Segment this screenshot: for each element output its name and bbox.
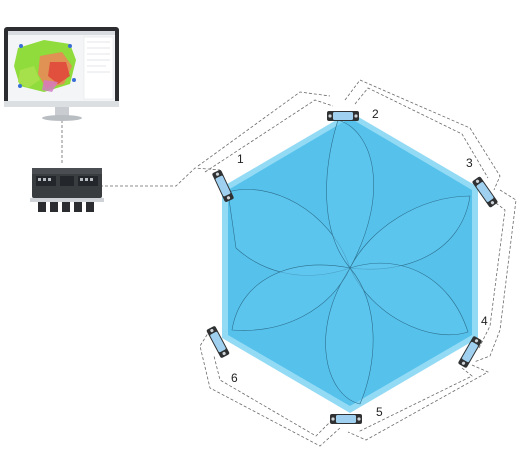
radar-sensor-icon bbox=[330, 414, 362, 424]
cable-controller-perimeter bbox=[100, 167, 221, 187]
radar-sensor-icon bbox=[212, 170, 234, 202]
sensor-4-label: 4 bbox=[481, 314, 488, 328]
cable-perimeter-top-right bbox=[344, 79, 501, 191]
monitor-icon bbox=[4, 27, 119, 121]
cable-perimeter-bottom-right bbox=[347, 364, 489, 441]
coverage-area bbox=[222, 112, 478, 413]
monitor-stand-base bbox=[42, 115, 82, 121]
cable-perimeter-bottom-right-inner bbox=[357, 367, 473, 433]
radar-sensor-icon bbox=[327, 111, 359, 121]
sensor-5[interactable] bbox=[330, 414, 362, 424]
cable-perimeter-right bbox=[473, 189, 517, 363]
sensor-3[interactable] bbox=[472, 176, 499, 208]
cable-perimeter-top-left bbox=[197, 91, 331, 167]
cable-lines bbox=[61, 79, 517, 447]
sensor-2-label: 2 bbox=[372, 107, 379, 121]
cable-perimeter-top-left-inner bbox=[204, 99, 334, 173]
sensor-6-label: 6 bbox=[231, 371, 238, 385]
sensor-6[interactable] bbox=[206, 326, 230, 359]
radar-sensor-icon bbox=[472, 176, 498, 208]
sensor-2[interactable] bbox=[327, 111, 359, 121]
sensor-1[interactable] bbox=[212, 169, 235, 202]
cable-perimeter-bottom-left-inner bbox=[213, 355, 333, 437]
lobe-sensor-6 bbox=[231, 264, 351, 331]
sensor-5-label: 5 bbox=[376, 405, 383, 419]
sensor-3-label: 3 bbox=[466, 156, 473, 170]
heatmap-preview bbox=[14, 40, 76, 92]
sensor-1-label: 1 bbox=[237, 152, 244, 166]
radar-sensor-icon bbox=[206, 326, 230, 358]
cable-perimeter-bottom-left bbox=[199, 329, 341, 447]
sensor-4[interactable] bbox=[458, 336, 483, 369]
sensor-lobes bbox=[227, 119, 471, 405]
cable-perimeter-top-right-inner bbox=[354, 87, 489, 179]
cable-perimeter-right-inner bbox=[477, 199, 506, 351]
controller-module-icon bbox=[30, 168, 104, 212]
radar-sensor-icon bbox=[458, 336, 482, 368]
monitor-stand-neck bbox=[55, 107, 69, 116]
